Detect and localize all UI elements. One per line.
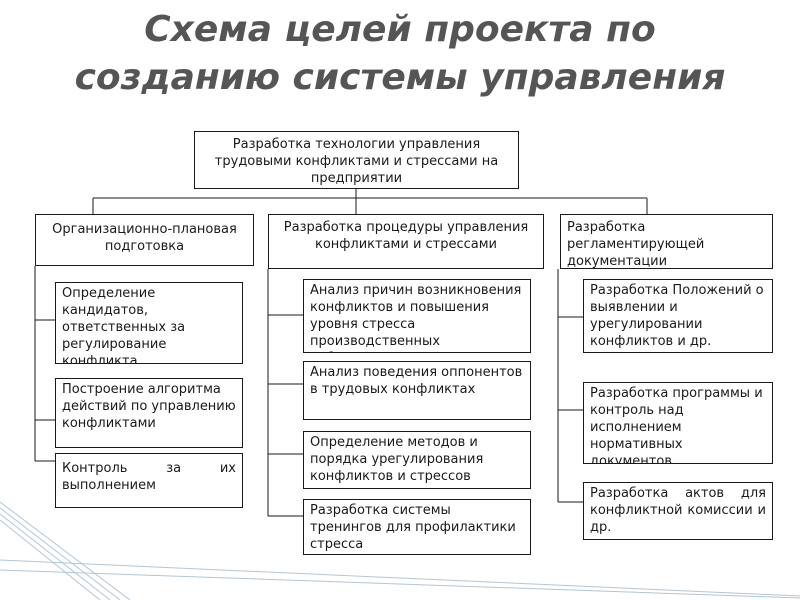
item-analyze-causes: Анализ причин возникновения конфликтов и… [303, 279, 531, 353]
item-execution-control-text: Контроль за их выполнением [62, 461, 236, 493]
item-define-candidates: Определение кандидатов, ответственных за… [55, 282, 243, 364]
slide-title: Схема целей проекта по созданию системы … [74, 9, 726, 98]
branch-org-planning: Организационно-плановая подготовка [35, 214, 254, 266]
item-action-algorithm: Построение алгоритма действий по управле… [55, 378, 243, 448]
item-training-system: Разработка системы тренингов для профила… [303, 499, 531, 555]
item-commission-acts-text: Разработка актов для конфликтной комисси… [590, 486, 766, 535]
corner-decoration [0, 501, 800, 600]
item-program-control: Разработка программы и контроль над испо… [583, 382, 773, 464]
branch-documentation: Разработка регламентирующей документации [560, 214, 773, 269]
item-regulations: Разработка Положений о выявлении и урегу… [583, 279, 773, 353]
item-define-methods: Определение методов и порядка урегулиров… [303, 431, 531, 489]
item-execution-control: Контроль за их выполнением [55, 453, 243, 508]
item-commission-acts: Разработка актов для конфликтной комисси… [583, 482, 773, 540]
root-goal-box: Разработка технологии управления трудовы… [194, 131, 519, 189]
branch-procedure: Разработка процедуры управления конфликт… [268, 214, 544, 269]
item-analyze-opponents: Анализ поведения оппонентов в трудовых к… [303, 361, 531, 420]
